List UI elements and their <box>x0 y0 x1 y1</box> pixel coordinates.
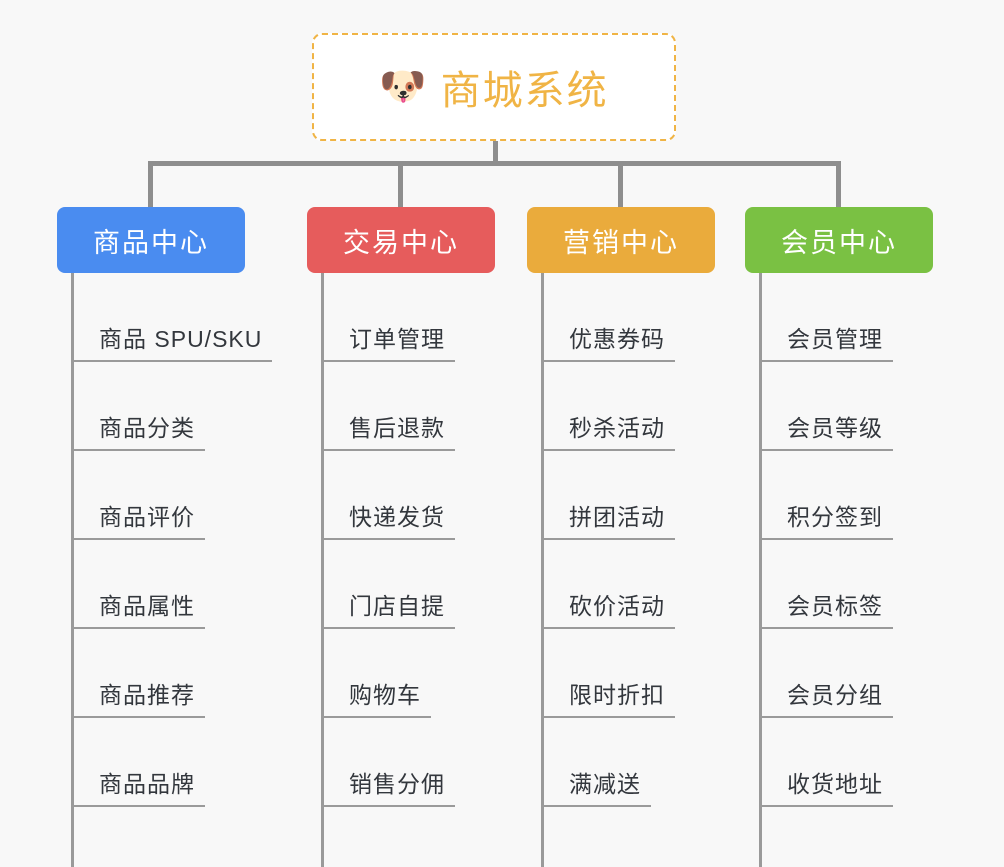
leaf-label: 商品评价 <box>89 498 205 540</box>
leaf-label: 会员标签 <box>777 587 893 629</box>
branch-body-4: 会员管理 会员等级 积分签到 会员标签 会员分组 收货地址 <box>745 273 933 867</box>
list-item[interactable]: 拼团活动 <box>527 451 715 540</box>
leaf-list-2: 订单管理 售后退款 快递发货 门店自提 购物车 销售分佣 <box>307 273 495 807</box>
leaf-label: 购物车 <box>339 676 431 718</box>
list-item[interactable]: 会员等级 <box>745 362 933 451</box>
list-item[interactable]: 收货地址 <box>745 718 933 807</box>
leaf-label: 快递发货 <box>339 498 455 540</box>
branch-column-4: 会员中心 会员管理 会员等级 积分签到 会员标签 会员分组 收货地址 <box>745 207 933 867</box>
leaf-label: 商品 SPU/SKU <box>89 320 273 362</box>
leaf-label: 砍价活动 <box>559 587 675 629</box>
branch-column-3: 营销中心 优惠券码 秒杀活动 拼团活动 砍价活动 限时折扣 满减送 <box>527 207 715 867</box>
branch-column-2: 交易中心 订单管理 售后退款 快递发货 门店自提 购物车 销售分佣 <box>307 207 495 867</box>
branch-spine-1 <box>71 273 74 867</box>
branch-spine-2 <box>321 273 324 867</box>
leaf-label: 订单管理 <box>339 320 455 362</box>
branch-header-2[interactable]: 交易中心 <box>307 207 495 273</box>
leaf-label: 商品属性 <box>89 587 205 629</box>
leaf-label: 商品品牌 <box>89 765 205 807</box>
list-item[interactable]: 售后退款 <box>307 362 495 451</box>
branch-column-1: 商品中心 商品 SPU/SKU 商品分类 商品评价 商品属性 商品推荐 商品品牌 <box>57 207 273 867</box>
mindmap-diagram: 🐶 商城系统 商品中心 商品 SPU/SKU 商品分类 商品评价 商品属性 商品… <box>57 33 933 867</box>
leaf-label: 满减送 <box>559 765 651 807</box>
list-item[interactable]: 会员管理 <box>745 273 933 362</box>
leaf-label: 售后退款 <box>339 409 455 451</box>
leaf-label: 会员管理 <box>777 320 893 362</box>
list-item[interactable]: 购物车 <box>307 629 495 718</box>
branch-header-4-label: 会员中心 <box>781 227 897 258</box>
list-item[interactable]: 销售分佣 <box>307 718 495 807</box>
list-item[interactable]: 满减送 <box>527 718 715 807</box>
branch-header-3[interactable]: 营销中心 <box>527 207 715 273</box>
list-item[interactable]: 商品 SPU/SKU <box>57 273 273 362</box>
connector-horizontal-bus <box>150 161 840 166</box>
root-node[interactable]: 🐶 商城系统 <box>312 33 676 141</box>
leaf-label: 优惠券码 <box>559 320 675 362</box>
list-item[interactable]: 订单管理 <box>307 273 495 362</box>
list-item[interactable]: 商品推荐 <box>57 629 245 718</box>
leaf-label: 销售分佣 <box>339 765 455 807</box>
leaf-label: 门店自提 <box>339 587 455 629</box>
branch-header-1-label: 商品中心 <box>93 227 209 258</box>
branch-spine-4 <box>759 273 762 867</box>
list-item[interactable]: 砍价活动 <box>527 540 715 629</box>
connector-drop-1 <box>148 161 153 209</box>
connector-drop-3 <box>618 161 623 209</box>
connector-root-stem <box>493 141 498 165</box>
leaf-label: 会员分组 <box>777 676 893 718</box>
leaf-list-4: 会员管理 会员等级 积分签到 会员标签 会员分组 收货地址 <box>745 273 933 807</box>
list-item[interactable]: 商品品牌 <box>57 718 245 807</box>
list-item[interactable]: 快递发货 <box>307 451 495 540</box>
branch-body-2: 订单管理 售后退款 快递发货 门店自提 购物车 销售分佣 <box>307 273 495 867</box>
list-item[interactable]: 优惠券码 <box>527 273 715 362</box>
list-item[interactable]: 限时折扣 <box>527 629 715 718</box>
connector-drop-2 <box>398 161 403 209</box>
leaf-label: 商品分类 <box>89 409 205 451</box>
branch-spine-3 <box>541 273 544 867</box>
list-item[interactable]: 会员分组 <box>745 629 933 718</box>
list-item[interactable]: 商品属性 <box>57 540 245 629</box>
leaf-label: 商品推荐 <box>89 676 205 718</box>
leaf-label: 积分签到 <box>777 498 893 540</box>
branch-body-1: 商品 SPU/SKU 商品分类 商品评价 商品属性 商品推荐 商品品牌 <box>57 273 273 867</box>
list-item[interactable]: 会员标签 <box>745 540 933 629</box>
leaf-list-3: 优惠券码 秒杀活动 拼团活动 砍价活动 限时折扣 满减送 <box>527 273 715 807</box>
leaf-list-1: 商品 SPU/SKU 商品分类 商品评价 商品属性 商品推荐 商品品牌 <box>57 273 273 807</box>
connector-drop-4 <box>836 161 841 209</box>
list-item[interactable]: 商品分类 <box>57 362 245 451</box>
leaf-label: 秒杀活动 <box>559 409 675 451</box>
leaf-label: 会员等级 <box>777 409 893 451</box>
leaf-label: 收货地址 <box>777 765 893 807</box>
root-node-title: 商城系统 <box>440 69 609 113</box>
list-item[interactable]: 门店自提 <box>307 540 495 629</box>
leaf-label: 拼团活动 <box>559 498 675 540</box>
branch-header-4[interactable]: 会员中心 <box>745 207 933 273</box>
branch-header-2-label: 交易中心 <box>343 227 459 258</box>
list-item[interactable]: 积分签到 <box>745 451 933 540</box>
branch-body-3: 优惠券码 秒杀活动 拼团活动 砍价活动 限时折扣 满减送 <box>527 273 715 867</box>
list-item[interactable]: 秒杀活动 <box>527 362 715 451</box>
branch-header-3-label: 营销中心 <box>563 227 679 258</box>
leaf-label: 限时折扣 <box>559 676 675 718</box>
list-item[interactable]: 商品评价 <box>57 451 245 540</box>
shiba-dog-face-icon: 🐶 <box>379 66 427 108</box>
branch-header-1[interactable]: 商品中心 <box>57 207 245 273</box>
